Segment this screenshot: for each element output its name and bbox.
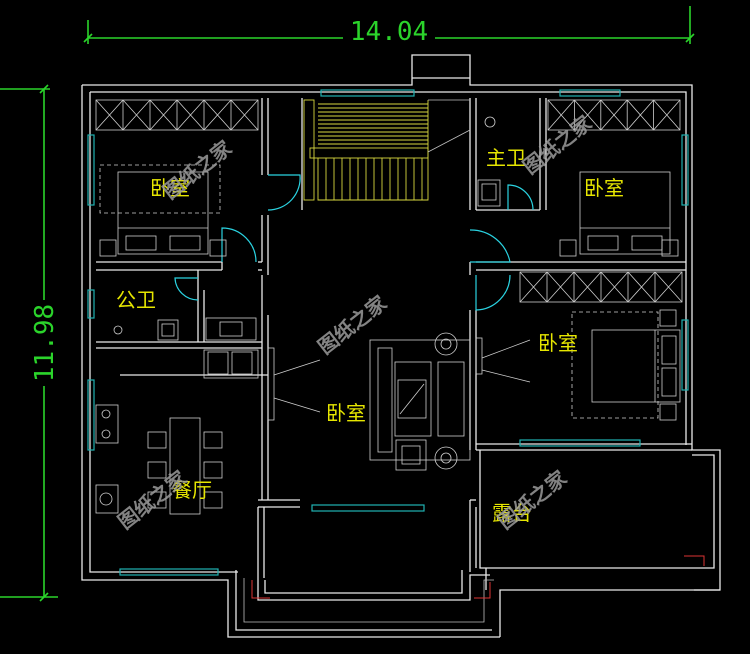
room-label-bedroom-e: 卧室 (538, 331, 578, 355)
staircase (303, 99, 471, 201)
room-label-bedroom-ne: 卧室 (584, 176, 624, 200)
center-bedroom-furniture (267, 332, 531, 471)
watermark: 图纸之家 (313, 290, 392, 359)
exterior-walls (81, 54, 721, 638)
dining-furniture (95, 349, 259, 515)
dimension-width-label: 14.04 (350, 17, 428, 47)
room-label-bedroom-nw: 卧室 (150, 176, 190, 200)
watermark: 图纸之家 (493, 465, 572, 534)
room-label-public-bath: 公卫 (116, 288, 156, 312)
east-bedroom-furniture (519, 271, 683, 421)
room-label-bedroom-center: 卧室 (326, 401, 366, 425)
interior-walls (96, 98, 692, 578)
windows (87, 89, 689, 576)
room-label-master-bath: 主卫 (486, 146, 526, 170)
porch-red-marks (251, 555, 705, 599)
public-bath-fixtures (113, 317, 257, 341)
watermark: 图纸之家 (518, 110, 597, 179)
doors (174, 174, 534, 311)
watermark: 图纸之家 (158, 135, 237, 204)
ne-bedroom-furniture (547, 99, 681, 257)
nw-bedroom-furniture (95, 99, 259, 257)
room-label-terrace: 露台 (492, 501, 532, 525)
master-bath-fixtures (477, 116, 501, 207)
room-label-dining: 餐厅 (172, 478, 212, 502)
dimension-height-label: 11.98 (30, 304, 60, 382)
